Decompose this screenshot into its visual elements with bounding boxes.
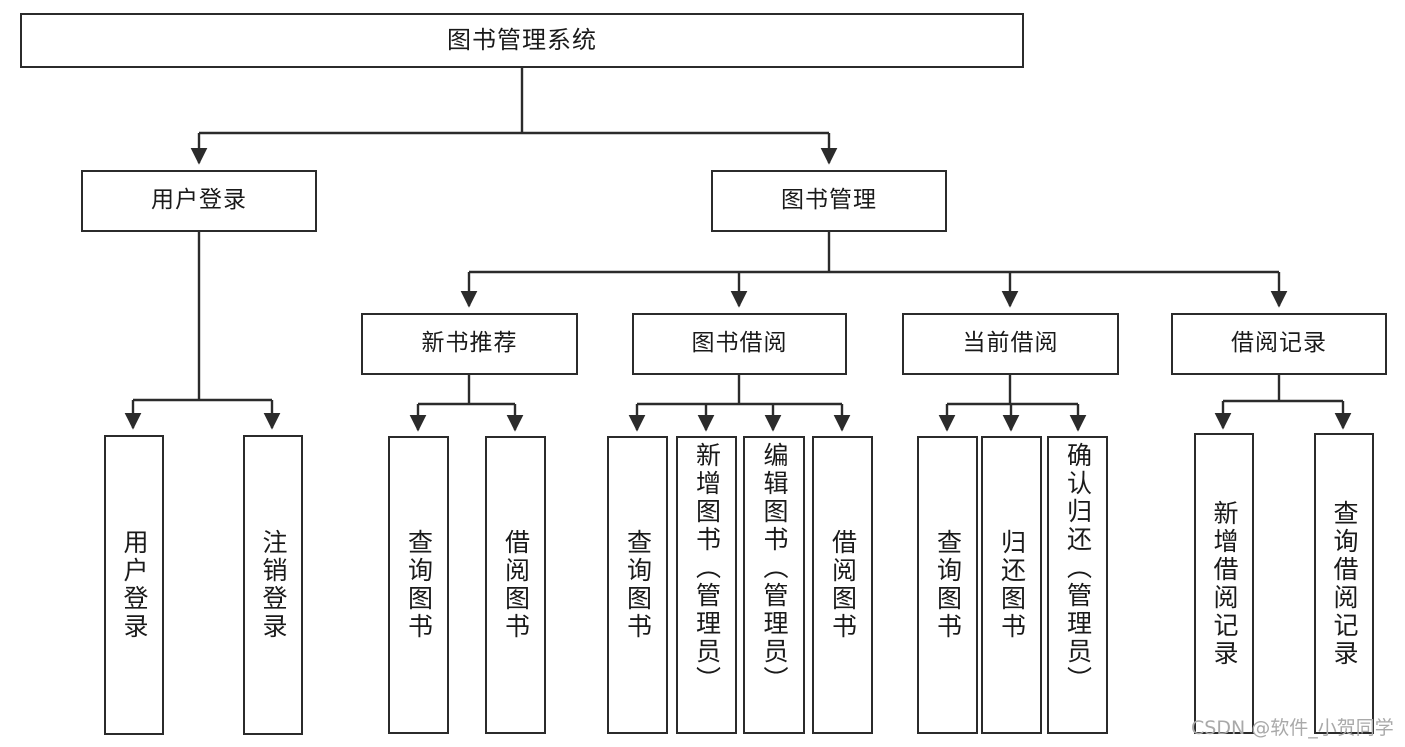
node-label: 新书推荐	[421, 330, 518, 357]
leaf-current-return-book[interactable]: 归还图书	[981, 436, 1042, 734]
node-label: 借阅图书	[501, 529, 531, 641]
leaf-recommend-borrow-book[interactable]: 借阅图书	[485, 436, 546, 734]
node-borrow-record[interactable]: 借阅记录	[1171, 313, 1387, 375]
node-new-book-recommend[interactable]: 新书推荐	[361, 313, 578, 375]
node-label: 查询图书	[404, 529, 434, 641]
node-book-borrow[interactable]: 图书借阅	[632, 313, 847, 375]
leaf-borrow-query-book[interactable]: 查询图书	[607, 436, 668, 734]
node-label: 用户登录	[151, 187, 247, 214]
node-label: 查询借阅记录	[1330, 499, 1359, 668]
node-label: 编辑图书（管理员）	[760, 442, 789, 694]
node-label: 新增图书（管理员）	[692, 442, 722, 694]
node-root-system[interactable]: 图书管理系统	[20, 13, 1024, 68]
node-book-management[interactable]: 图书管理	[711, 170, 947, 232]
node-label: 当前借阅	[962, 330, 1059, 357]
node-label: 图书管理	[781, 187, 877, 214]
leaf-user-login-signout[interactable]: 注销登录	[243, 435, 303, 735]
leaf-record-query-record[interactable]: 查询借阅记录	[1314, 433, 1374, 734]
node-label: 图书借阅	[691, 330, 788, 357]
leaf-borrow-edit-book-admin[interactable]: 编辑图书（管理员）	[743, 436, 805, 734]
node-label: 借阅图书	[828, 529, 858, 641]
leaf-recommend-query-book[interactable]: 查询图书	[388, 436, 449, 734]
node-label: 借阅记录	[1231, 330, 1327, 357]
node-label: 用户登录	[120, 529, 149, 641]
leaf-current-query-book[interactable]: 查询图书	[917, 436, 978, 734]
leaf-current-confirm-return-admin[interactable]: 确认归还（管理员）	[1047, 436, 1108, 734]
leaf-borrow-add-book-admin[interactable]: 新增图书（管理员）	[676, 436, 737, 734]
node-user-login[interactable]: 用户登录	[81, 170, 317, 232]
node-label: 新增借阅记录	[1210, 499, 1239, 668]
leaf-borrow-borrow-book[interactable]: 借阅图书	[812, 436, 873, 734]
csdn-watermark: CSDN @软件_小贺同学	[1191, 717, 1394, 739]
node-label: 查询图书	[933, 529, 963, 641]
node-label: 归还图书	[997, 529, 1027, 641]
node-label: 确认归还（管理员）	[1063, 442, 1093, 694]
node-label: 图书管理系统	[447, 26, 597, 55]
node-current-borrow[interactable]: 当前借阅	[902, 313, 1119, 375]
leaf-user-login-signin[interactable]: 用户登录	[104, 435, 164, 735]
node-label: 注销登录	[259, 529, 288, 641]
node-label: 查询图书	[623, 529, 653, 641]
leaf-record-add-record[interactable]: 新增借阅记录	[1194, 433, 1254, 734]
